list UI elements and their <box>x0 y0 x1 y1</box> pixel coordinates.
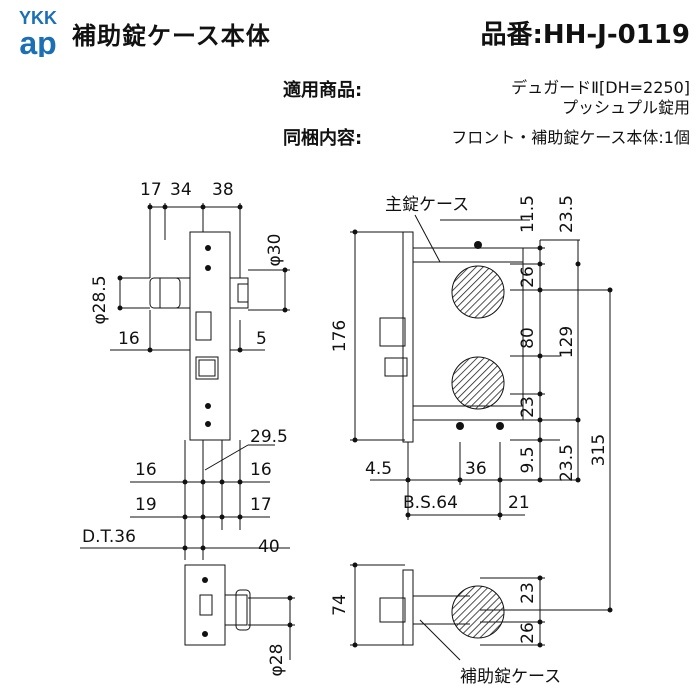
ykk-ap-logo: YKK ap <box>8 7 68 57</box>
dim-176: 176 <box>330 320 350 352</box>
latch-slot <box>195 311 212 341</box>
dim-row2-17: 17 <box>250 495 272 515</box>
label-main-case: 主錠ケース <box>385 195 469 215</box>
label-bs64: B.S.64 <box>403 493 458 513</box>
spec-value-product-2: プッシュプル錠用 <box>561 98 690 117</box>
deadbolt-square <box>195 356 219 380</box>
thumbturn-right <box>229 277 249 309</box>
dim-b26: 26 <box>518 622 538 644</box>
dim-315: 315 <box>589 434 609 466</box>
aux-latch-slot <box>199 594 213 616</box>
thumbturn-left-body <box>159 277 191 309</box>
dim-top-17: 17 <box>140 180 162 200</box>
dim-right-5: 5 <box>256 329 267 349</box>
cylinder-hole-lower <box>451 356 505 410</box>
dim-top-38: 38 <box>212 180 234 200</box>
aux-side-plate <box>402 569 414 646</box>
dim-b23: 23 <box>518 582 538 604</box>
spec-label-contents: 同梱内容: <box>283 128 363 149</box>
dim-phi-30: φ30 <box>265 234 285 267</box>
dim-23-5b: 23.5 <box>557 444 577 482</box>
front-plate <box>189 231 231 441</box>
dim-row1-16a: 16 <box>135 460 157 480</box>
deadbolt-inner <box>198 359 216 377</box>
dim-80: 80 <box>518 327 538 349</box>
logo-top-text: YKK <box>19 8 57 28</box>
technical-drawing: 17 34 38 φ28.5 φ30 16 5 29.5 16 16 19 17… <box>80 180 613 687</box>
logo-bottom-text: ap <box>19 25 56 57</box>
dim-9-5: 9.5 <box>518 446 538 473</box>
dim-11-5: 11.5 <box>518 195 538 233</box>
aux-cylinder-hole <box>451 585 505 639</box>
label-dt36: D.T.36 <box>82 527 136 547</box>
page-title: 補助錠ケース本体 <box>72 22 271 50</box>
dim-36: 36 <box>465 459 487 479</box>
thumbturn-right-core <box>237 283 249 303</box>
label-aux-case: 補助錠ケース <box>460 667 561 687</box>
dim-23-5a: 23.5 <box>557 195 577 233</box>
dim-left-16: 16 <box>118 329 140 349</box>
dim-21: 21 <box>508 493 530 513</box>
aux-bolt <box>379 597 406 623</box>
dim-23a: 23 <box>518 396 538 418</box>
aux-cylinder-cap <box>235 589 251 631</box>
dim-74: 74 <box>330 594 350 616</box>
deadbolt <box>384 357 408 377</box>
spec-value-product-1: デュガードⅡ[DH=2250] <box>511 78 690 97</box>
main-case-body <box>412 247 524 421</box>
dim-29-5: 29.5 <box>250 427 288 447</box>
dim-4-5: 4.5 <box>365 459 392 479</box>
latch-bolt <box>379 317 406 347</box>
dim-26a: 26 <box>518 266 538 288</box>
thumbturn-left <box>149 277 181 309</box>
dim-row2-19: 19 <box>135 495 157 515</box>
dim-40: 40 <box>258 537 280 557</box>
dim-129: 129 <box>557 326 577 358</box>
spec-label-product: 適用商品: <box>283 80 363 101</box>
dim-row1-16b: 16 <box>250 460 272 480</box>
dim-phi-28: φ28 <box>267 644 287 677</box>
spec-value-contents: フロント・補助錠ケース本体:1個 <box>451 128 690 147</box>
cylinder-hole-upper <box>451 265 505 319</box>
dim-top-34: 34 <box>170 180 192 200</box>
part-number: 品番:HH-J-0119 <box>480 20 690 50</box>
dim-phi-28-5: φ28.5 <box>90 275 110 324</box>
